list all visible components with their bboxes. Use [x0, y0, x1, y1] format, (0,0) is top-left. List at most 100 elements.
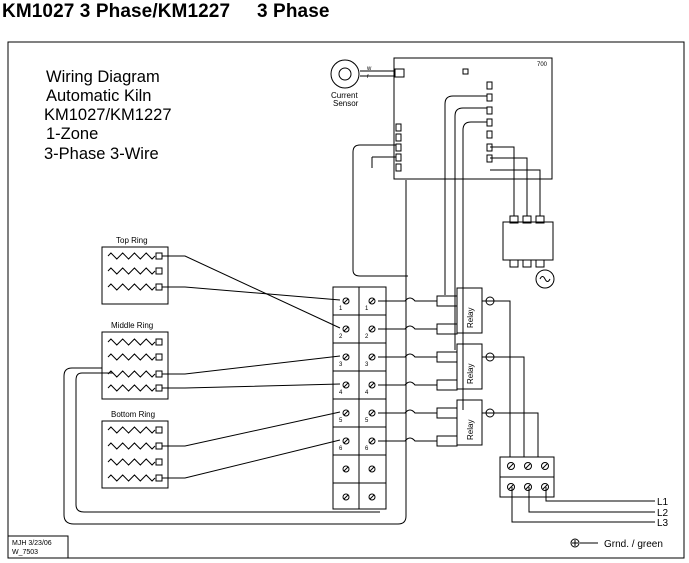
control-wire [462, 121, 487, 410]
heating-element [107, 458, 156, 466]
stamp-line-1: MJH 3/23/06 [12, 540, 52, 547]
ring-terminal [155, 252, 163, 260]
heating-element [107, 283, 156, 291]
terminal-number: 4 [339, 390, 343, 396]
line-l3: L3 [657, 518, 669, 529]
ring-terminal [155, 353, 163, 361]
relay-wire [378, 437, 437, 442]
relay-wire [378, 409, 437, 414]
relay-terminal [436, 407, 458, 419]
terminal-number: 6 [339, 446, 343, 452]
terminal-number: 3 [339, 362, 343, 368]
ground-icon [570, 538, 580, 548]
relay-label: Relay [466, 364, 475, 384]
terminal-screw-icon [368, 297, 376, 305]
info-block: Wiring Diagram Automatic Kiln KM1027/KM1… [44, 68, 172, 163]
line-l1: L1 [657, 497, 669, 508]
terminal-number: 2 [339, 334, 343, 340]
terminal-number: 3 [365, 362, 369, 368]
terminal-screw-icon [368, 325, 376, 333]
ring-terminal [155, 283, 163, 291]
element-wire [162, 411, 341, 447]
relay-wire [378, 353, 437, 358]
terminal-number: 4 [365, 390, 369, 396]
terminal-screw-icon [342, 381, 350, 389]
relay-wire [378, 381, 437, 386]
terminal-screw-icon [368, 465, 376, 473]
middle-ring [101, 331, 169, 400]
line-l2: L2 [657, 508, 669, 519]
heating-element [107, 474, 156, 482]
control-wire [444, 95, 487, 295]
terminal-screw-icon [342, 409, 350, 417]
relay-wire [378, 325, 437, 330]
ring-terminal [155, 426, 163, 434]
relay-1 [456, 287, 483, 334]
diagram-frame [7, 41, 685, 559]
board-small-chip [462, 68, 469, 75]
terminal-screw-icon [368, 409, 376, 417]
power-screw-icon [507, 462, 515, 470]
ring-terminal [155, 338, 163, 346]
element-wire [162, 355, 341, 375]
fuse-icon [535, 269, 555, 289]
board-pin-r: r [367, 74, 369, 80]
contactor-box [502, 221, 554, 261]
terminal-number: 5 [339, 418, 343, 424]
power-screw-icon [541, 462, 549, 470]
terminal-screw-icon [342, 437, 350, 445]
stamp-box [7, 535, 69, 559]
ground-label: Grnd. / green [604, 539, 663, 550]
relay-terminal [436, 295, 458, 307]
relay-label: Relay [466, 308, 475, 328]
sensor-label-2: Sensor [333, 99, 359, 108]
terminal-screw-icon [368, 437, 376, 445]
relay-2 [456, 343, 483, 390]
info-line-2: Automatic Kiln [46, 87, 151, 105]
control-board [393, 57, 553, 180]
relay-output-wire [482, 356, 525, 457]
board-pin [395, 143, 402, 152]
power-screw-icon [524, 483, 532, 491]
ring-label-bottom: Bottom Ring [111, 410, 155, 419]
terminal-screw-icon [368, 493, 376, 501]
ring-terminal [155, 442, 163, 450]
terminal-number: 5 [365, 418, 369, 424]
relay-terminal [436, 351, 458, 363]
info-line-5: 3-Phase 3-Wire [44, 145, 159, 163]
heating-element [107, 267, 156, 275]
current-sensor-icon [330, 59, 360, 89]
relay-output-wire [482, 300, 511, 457]
terminal-number: 6 [365, 446, 369, 452]
terminal-screw-icon [368, 381, 376, 389]
board-pin-w: w [366, 66, 372, 72]
power-screw-icon [524, 462, 532, 470]
ring-label-middle: Middle Ring [111, 321, 153, 330]
board-pin [395, 123, 402, 132]
board-connector [394, 68, 405, 78]
board-pin [486, 154, 493, 163]
heating-element [107, 426, 156, 434]
heating-element [107, 353, 156, 361]
element-wire [162, 255, 341, 329]
info-line-1: Wiring Diagram [46, 68, 160, 86]
info-line-4: 1-Zone [46, 125, 98, 143]
board-pin [486, 143, 493, 152]
board-pin [486, 106, 493, 115]
heating-element [107, 384, 156, 392]
relay-3 [456, 399, 483, 446]
relay-terminal [436, 435, 458, 447]
terminal-screw-icon [368, 353, 376, 361]
board-pin [395, 133, 402, 142]
ring-terminal [155, 370, 163, 378]
terminal-screw-icon [342, 325, 350, 333]
terminal-number: 2 [365, 334, 369, 340]
terminal-screw-icon [342, 353, 350, 361]
board-label: 700 [537, 62, 548, 68]
heating-element [107, 442, 156, 450]
page-title: KM1027 3 Phase/KM1227 3 Phase [2, 1, 330, 22]
bottom-ring [101, 420, 169, 489]
info-line-3: KM1027/KM1227 [44, 106, 172, 124]
ring-terminal [155, 458, 163, 466]
